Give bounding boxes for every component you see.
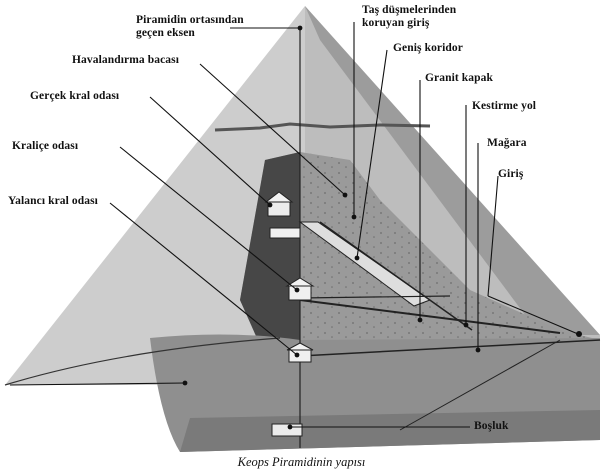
label-granite: Granit kapak [425, 72, 493, 84]
crack-line [214, 122, 431, 132]
label-stonefall-line1: Taş düşmelerinden [362, 4, 457, 16]
label-cave: Mağara [487, 137, 527, 149]
leader-fake [109, 202, 298, 356]
label-axis-line1: Piramidin ortasından [136, 14, 244, 26]
leader-entrance [487, 175, 499, 297]
king-chamber [264, 191, 301, 239]
label-axis-line2: geçen eksen [136, 27, 195, 39]
base-left-curve [4, 337, 281, 386]
entrance-dot [576, 331, 582, 337]
queen-chamber [285, 277, 315, 301]
label-queen-chamber: Kraliçe odası [12, 140, 79, 152]
leader-king [149, 96, 271, 206]
label-fake-chamber: Yalancı kral odası [8, 195, 98, 207]
pyramid-right-shade [305, 6, 600, 335]
label-entrance: Giriş [498, 168, 524, 180]
label-shortcut: Kestirme yol [472, 100, 537, 112]
label-stonefall-line2: koruyan giriş [362, 17, 430, 29]
leader-ventilation [199, 63, 346, 196]
leader-base-left [9, 382, 186, 386]
deep-passage [299, 339, 601, 357]
pyramid-left-face [5, 6, 305, 385]
label-king-chamber: Gerçek kral odası [30, 90, 120, 102]
leader-queen [119, 146, 298, 291]
leader-dots [182, 25, 481, 430]
leader-corridor [356, 49, 388, 259]
pyramid-base-front [180, 410, 600, 452]
ascending-passage [319, 221, 473, 331]
leader-lines [9, 22, 579, 428]
leader-entrance-b [487, 295, 579, 335]
figure-caption: Keops Piramidinin yapısı [237, 455, 366, 469]
lower-shaft [399, 339, 561, 431]
label-void: Boşluk [474, 420, 509, 432]
label-ventilation: Havalandırma bacası [72, 54, 180, 66]
label-corridor: Geniş koridor [393, 42, 463, 54]
void-chamber [271, 423, 303, 437]
descending-passage [299, 299, 561, 334]
